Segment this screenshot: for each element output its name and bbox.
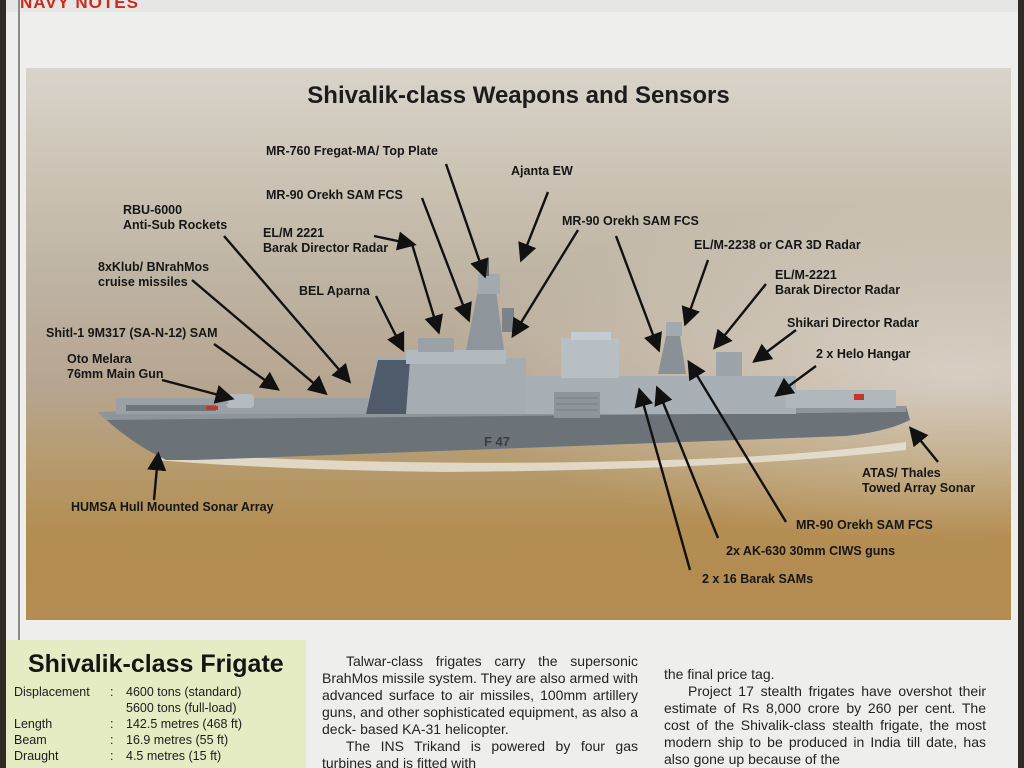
main-gun-barrel	[204, 401, 228, 404]
article-paragraph: Project 17 stealth frigates have oversho…	[664, 683, 986, 767]
spec-key: Beam	[14, 733, 47, 747]
spec-value: 142.5 metres (468 ft)	[126, 717, 243, 731]
top-plate-radar	[478, 274, 500, 294]
stern-marking	[854, 394, 864, 400]
spec-value: 5600 tons (full-load)	[126, 701, 237, 715]
label-klub-line1: 8xKlub/ BNrahMos	[98, 260, 210, 274]
label-ak630: 2x AK-630 30mm CIWS guns	[726, 544, 896, 558]
label-atas: ATAS/ Thales Towed Array Sonar	[862, 466, 975, 496]
masthead: NAVY NOTES	[20, 0, 139, 12]
deck-fittings	[126, 405, 216, 411]
label-elm2221b-line1: EL/M-2221	[775, 268, 837, 282]
spec-value: 16.9 metres (55 ft)	[126, 733, 229, 747]
main-gun-turret	[226, 394, 254, 408]
sea-haze	[26, 68, 1011, 620]
label-oto: Oto Melara 76mm Main Gun	[67, 352, 164, 382]
spec-key: Length	[14, 717, 53, 731]
3d-radar	[666, 322, 682, 336]
label-klub-line2: cruise missiles	[98, 275, 188, 289]
article-paragraph: The INS Trikand is powered by four gas t…	[322, 738, 638, 768]
label-rbu-line1: RBU-6000	[123, 203, 183, 217]
vent-grille	[554, 392, 600, 418]
label-top-plate: MR-760 Fregat-MA/ Top Plate	[266, 144, 439, 158]
superstructure-shadow	[366, 360, 410, 414]
spec-value: 4600 tons (standard)	[126, 685, 242, 699]
funnel	[561, 338, 619, 378]
label-rbu-line2: Anti-Sub Rockets	[123, 218, 228, 232]
label-humsa: HUMSA Hull Mounted Sonar Array	[71, 500, 274, 514]
helo-deck	[786, 390, 896, 408]
label-atas-line2: Towed Array Sonar	[862, 481, 976, 495]
spec-title: Shivalik-class Frigate	[28, 650, 284, 678]
label-orekh-b: MR-90 Orekh SAM FCS	[562, 214, 699, 228]
article-paragraph: Talwar-class frigates carry the superson…	[322, 653, 638, 737]
label-ajanta: Ajanta EW	[511, 164, 573, 178]
mast-pole	[486, 258, 489, 276]
label-rbu: RBU-6000 Anti-Sub Rockets	[123, 203, 227, 233]
ship-figure: Shivalik-class Weapons and Sensors F 47 …	[26, 68, 1011, 620]
label-elm2221a-line1: EL/M 2221	[263, 226, 325, 240]
magazine-page: NAVY NOTES	[6, 0, 1018, 768]
bridge-radar-base	[418, 338, 454, 352]
ship-illustration	[98, 258, 910, 472]
article-column-2: the final price tag. Project 17 stealth …	[664, 666, 986, 768]
spec-key: Draught	[14, 749, 59, 763]
label-elm2221b: EL/M-2221 Barak Director Radar	[775, 268, 900, 298]
bridge-deck	[406, 350, 506, 364]
label-elm2221a: EL/M 2221 Barak Director Radar	[263, 226, 388, 256]
label-orekh-c: MR-90 Orekh SAM FCS	[796, 518, 933, 532]
label-orekh-a: MR-90 Orekh SAM FCS	[266, 188, 403, 202]
ew-mast-element	[502, 308, 514, 332]
label-atas-line1: ATAS/ Thales	[862, 466, 941, 480]
label-elm2221a-line2: Barak Director Radar	[263, 241, 389, 255]
label-klub: 8xKlub/ BNrahMos cruise missiles	[98, 260, 209, 290]
spec-sidebar: Shivalik-class Frigate Displacement: 460…	[6, 640, 306, 768]
label-oto-line2: 76mm Main Gun	[67, 367, 164, 381]
margin-rule	[18, 0, 20, 768]
label-shikari: Shikari Director Radar	[787, 316, 919, 330]
label-helo: 2 x Helo Hangar	[816, 347, 911, 361]
article-paragraph: the final price tag.	[664, 666, 775, 682]
figure-title: Shivalik-class Weapons and Sensors	[307, 82, 730, 109]
page-header-strip: NAVY NOTES	[6, 0, 1018, 12]
label-elm2221b-line2: Barak Director Radar	[775, 283, 901, 297]
label-aparna: BEL Aparna	[299, 284, 370, 298]
main-mast	[466, 290, 504, 350]
label-elm2238: EL/M-2238 or CAR 3D Radar	[694, 238, 861, 252]
label-shtil: Shitl-1 9M317 (SA-N-12) SAM	[46, 326, 218, 340]
spec-key: Displacement	[14, 685, 90, 699]
deck-marking	[206, 406, 218, 410]
aft-director-radar	[716, 352, 742, 376]
spec-value: 4.5 metres (15 ft)	[126, 749, 222, 763]
article-column-1: Talwar-class frigates carry the superson…	[322, 653, 638, 768]
funnel-cap	[571, 332, 611, 340]
label-oto-line1: Oto Melara	[67, 352, 132, 366]
aft-mast	[658, 336, 686, 374]
label-barak: 2 x 16 Barak SAMs	[702, 572, 814, 586]
hull-number: F 47	[484, 434, 511, 449]
